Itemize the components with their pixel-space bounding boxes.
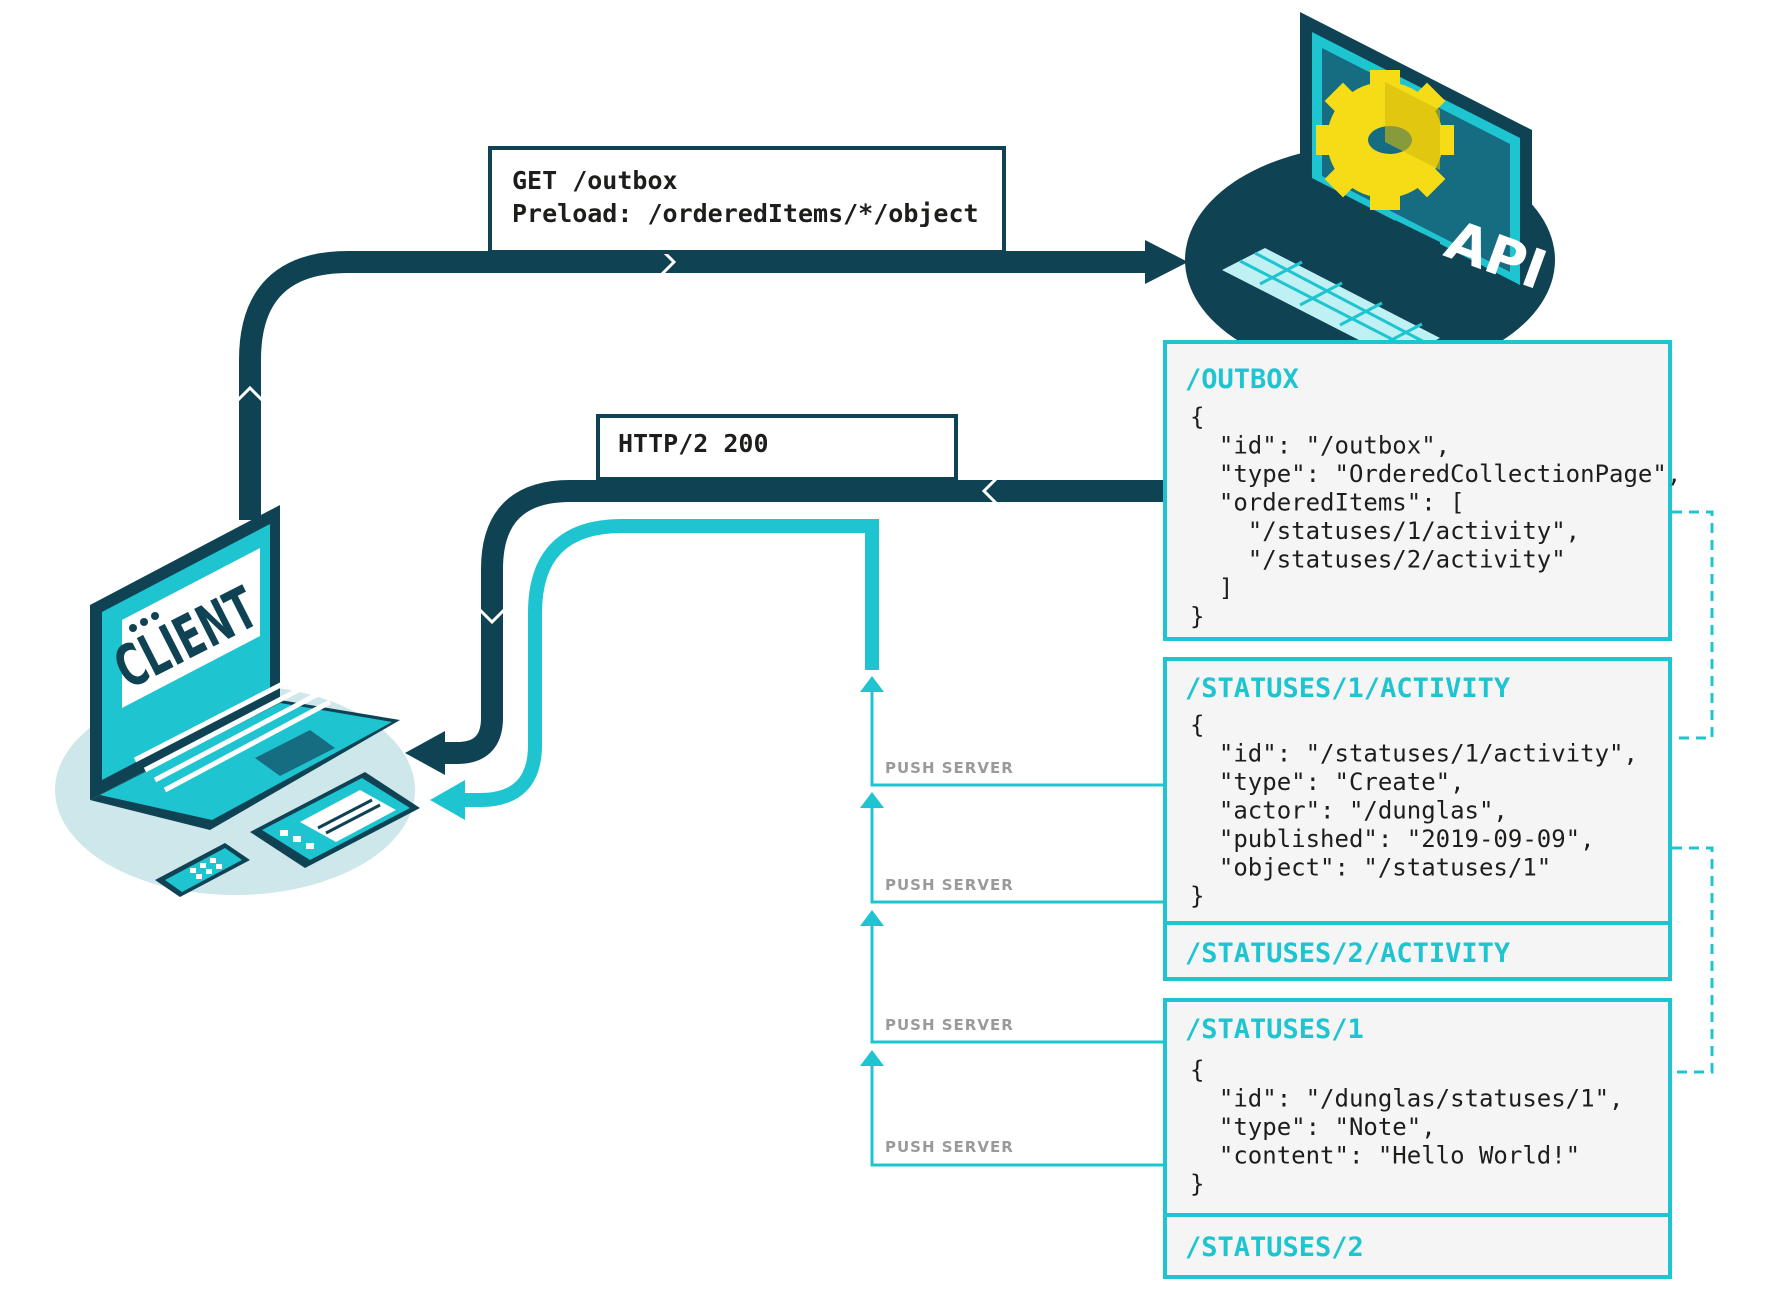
code-line: } [1190,1170,1204,1198]
code-line: "actor": "/dunglas", [1190,797,1508,825]
push-label-1: PUSH SERVER [885,759,1014,777]
response-status: HTTP/2 200 [618,429,769,458]
request-box [488,146,1006,254]
code-line: { [1190,403,1204,431]
client-laptop-deck [100,703,392,820]
push-label-4: PUSH SERVER [885,1138,1014,1156]
code-line: "id": "/outbox", [1190,432,1450,460]
resource-status1-activity-box [1163,657,1672,925]
push-connector-4 [870,1058,1165,1167]
resource-status1-title: /STATUSES/1 [1185,1014,1364,1045]
resource-status1-activity: /STATUSES/1/ACTIVITY { "id": "/statuses/… [1163,657,1672,925]
resource-status2-title: /STATUSES/2 [1185,1232,1364,1263]
push-up-arrow-icon-1 [860,676,884,692]
code-line: } [1190,882,1204,910]
resource-status1: /STATUSES/1 { "id": "/dunglas/statuses/1… [1163,998,1672,1217]
push-arrow-heads [860,676,884,1066]
code-line: "/statuses/1/activity", [1190,517,1580,545]
resource-status2-box [1163,1213,1672,1279]
code-line: "type": "Create", [1190,768,1465,796]
code-line: ] [1190,574,1233,602]
resource-outbox: /OUTBOX { "id": "/outbox", "type": "Orde… [1163,340,1696,641]
client-tablet [250,772,420,868]
resource-status1-activity-title: /STATUSES/1/ACTIVITY [1185,673,1511,704]
resource-status2-activity: /STATUSES/2/ACTIVITY [1163,921,1672,981]
client-laptop-keyboard-lines [133,672,332,793]
resource-status1-activity-body: { "id": "/statuses/1/activity", "type": … [1190,711,1652,910]
push-up-arrow-icon-3 [860,910,884,926]
request-direction-chevron-vertical [236,385,264,402]
resource-outbox-title: /OUTBOX [1185,364,1299,395]
reference-brackets [1672,510,1714,1074]
request-arrowhead [1145,240,1188,284]
resource-status2: /STATUSES/2 [1163,1213,1672,1279]
push-label-2: PUSH SERVER [885,876,1014,894]
code-line: { [1190,1056,1204,1084]
code-line: "/statuses/2/activity" [1190,546,1566,574]
push-connector-1 [870,684,1165,787]
code-line: "object": "/statuses/1" [1190,854,1551,882]
client-phone [155,843,250,897]
bracket-activity-to-status [1672,846,1714,1074]
code-line: "id": "/dunglas/statuses/1", [1190,1085,1623,1113]
response-direction-chevron [981,477,998,505]
api-server-illustration: API [1185,12,1555,375]
code-line: { [1190,711,1204,739]
code-line: "orderedItems": [ [1190,489,1465,517]
response-box [596,414,958,481]
resource-outbox-body: { "id": "/outbox", "type": "OrderedColle… [1190,403,1696,631]
bracket-outbox-to-activity [1672,510,1714,740]
code-line: "id": "/statuses/1/activity", [1190,740,1638,768]
resource-status2-activity-box [1163,921,1672,981]
code-line: "content": "Hello World!" [1190,1142,1580,1170]
resource-status2-activity-title: /STATUSES/2/ACTIVITY [1185,938,1511,969]
push-up-arrow-icon-2 [860,792,884,808]
push-connectors [870,684,1165,1167]
push-up-arrow-icon-4 [860,1050,884,1066]
gear-icon [1316,70,1454,210]
response-flow-line [440,480,1165,764]
code-line: "published": "2019-09-09", [1190,825,1595,853]
resource-status1-body: { "id": "/dunglas/statuses/1", "type": "… [1190,1056,1638,1198]
push-connector-3 [870,918,1165,1044]
client-laptop-panel [122,548,260,708]
resource-outbox-box [1163,340,1672,641]
request-flow-line [239,251,1150,520]
code-line: } [1190,603,1204,631]
push-arrowhead [430,780,465,820]
code-line: "type": "OrderedCollectionPage", [1190,460,1681,488]
client-laptop-trackpad [255,730,335,776]
push-label-3: PUSH SERVER [885,1016,1014,1034]
api-monitor-stand [1395,220,1440,278]
client-window-dots-icon [129,612,159,632]
resource-status1-box [1163,998,1672,1217]
code-line: "type": "Note", [1190,1113,1436,1141]
push-connector-2 [870,800,1165,904]
request-line-method: GET /outbox [512,166,678,195]
push-flow-line [460,519,879,807]
response-arrowhead [405,731,445,775]
request-line-preload: Preload: /orderedItems/*/object [512,199,979,228]
response-direction-chevron-vertical [478,608,506,625]
client-illustration: CLIENT [55,505,420,897]
